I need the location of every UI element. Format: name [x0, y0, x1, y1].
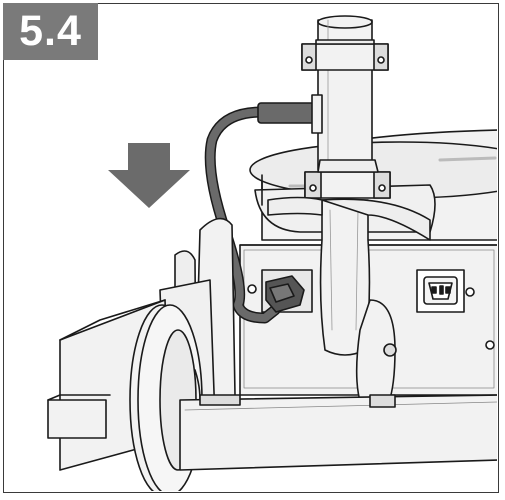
- down-arrow-icon: [108, 143, 190, 208]
- power-cable-icon: [204, 94, 323, 324]
- step-number-badge: 5.4: [3, 3, 98, 60]
- fork-frame: [267, 196, 431, 421]
- base-plate: [179, 394, 497, 471]
- power-socket-icon: [416, 269, 465, 313]
- handle-column: [301, 15, 391, 199]
